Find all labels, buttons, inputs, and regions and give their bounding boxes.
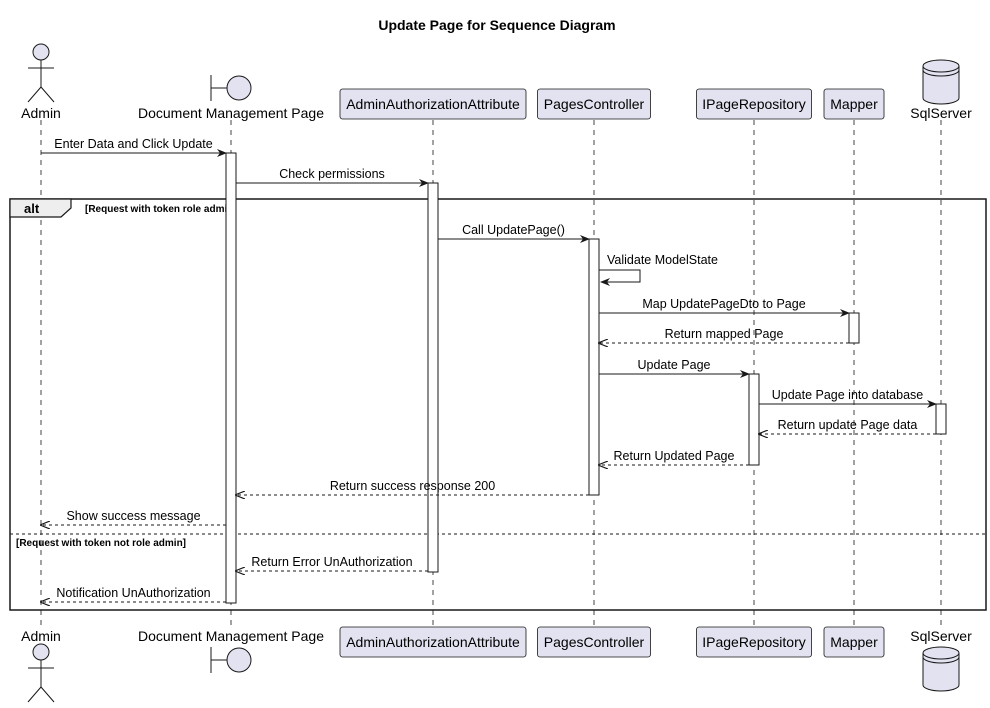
participant-ipagerepository-bottom: IPageRepository (696, 626, 812, 658)
message-call-updatepage: Call UpdatePage() (438, 223, 590, 243)
message-return-success-response-200: Return success response 200 (236, 479, 589, 495)
message-label: Return Error UnAuthorization (251, 555, 412, 569)
participant-pagescontroller-bottom: PagesController (537, 626, 651, 658)
participant-label: SqlServer (910, 105, 972, 121)
boundary-icon-circle (226, 647, 252, 673)
message-map-updatepagedto-to-page: Map UpdatePageDto to Page (599, 297, 850, 317)
participant-sqlserver-top: SqlServer (910, 59, 972, 121)
message-label: Return Updated Page (614, 449, 735, 463)
participant-label: PagesController (544, 634, 645, 650)
participant-box (537, 626, 651, 658)
participant-label: Mapper (830, 96, 878, 112)
activation-bar-repo (748, 373, 760, 466)
lifelines (40, 120, 942, 628)
participant-mapper-bottom: Mapper (823, 626, 885, 658)
activation-bars (225, 152, 947, 604)
message-enter-data-and-click-update: Enter Data and Click Update (41, 137, 227, 157)
diagram-title: Update Page for Sequence Diagram (378, 17, 615, 33)
actor-icon-leg-left (27, 86, 42, 103)
participant-label: IPageRepository (702, 634, 806, 650)
participant-label: Document Management Page (138, 105, 324, 121)
message-validate-modelstate: Validate ModelState (599, 253, 718, 286)
activation-bar-sql (935, 403, 947, 435)
participant-box (339, 626, 527, 658)
alt-fragment-frame (9, 198, 987, 611)
message-notification-unauthorization: Notification UnAuthorization (41, 586, 226, 602)
participant-label: PagesController (544, 96, 645, 112)
message-label: Enter Data and Click Update (54, 137, 212, 151)
message-arrow (599, 269, 641, 286)
participant-label: Mapper (830, 634, 878, 650)
participant-box (823, 626, 885, 658)
participant-label: SqlServer (910, 628, 972, 644)
database-icon-top (922, 59, 960, 73)
database-icon-rim (922, 69, 960, 77)
participant-label: Admin (21, 105, 61, 121)
message-label: Update Page (638, 358, 711, 372)
participant-box (696, 626, 812, 658)
message-label: Call UpdatePage() (462, 223, 565, 237)
participant-box (537, 88, 651, 120)
message-return-mapped-page: Return mapped Page (599, 327, 849, 343)
participant-pagescontroller-top: PagesController (537, 88, 651, 120)
message-label: Show success message (66, 509, 200, 523)
participant-mapper-top: Mapper (823, 88, 885, 120)
message-label: Check permissions (279, 167, 385, 181)
message-update-page-into-database: Update Page into database (759, 388, 937, 408)
participant-sqlserver-bottom: SqlServer (910, 628, 972, 692)
participant-adminauthorizationattribute-top: AdminAuthorizationAttribute (339, 88, 527, 120)
message-check-permissions: Check permissions (236, 167, 429, 187)
boundary-icon-circle (226, 75, 252, 101)
message-label: Update Page into database (772, 388, 924, 402)
actor-icon-leg-right (40, 686, 55, 703)
message-show-success-message: Show success message (41, 509, 226, 525)
alt-fragment: alt [Request with token role admin] [Reque… (9, 198, 987, 611)
activation-bar-auth (427, 182, 439, 573)
participant-admin-top: Admin (21, 43, 61, 121)
participant-label: AdminAuthorizationAttribute (346, 634, 520, 650)
actor-icon-leg-left (27, 686, 42, 703)
message-return-error-unauthorization: Return Error UnAuthorization (236, 555, 428, 571)
message-label: Validate ModelState (607, 253, 718, 267)
message-label: Notification UnAuthorization (56, 586, 210, 600)
message-label: Return mapped Page (665, 327, 784, 341)
alt-fragment-keyword: alt (24, 201, 40, 216)
actor-icon-head (32, 43, 50, 61)
message-return-updated-page: Return Updated Page (599, 449, 749, 465)
participant-label: Document Management Page (138, 628, 324, 644)
message-label: Map UpdatePageDto to Page (642, 297, 805, 311)
participant-adminauthorizationattribute-bottom: AdminAuthorizationAttribute (339, 626, 527, 658)
message-update-page: Update Page (599, 358, 750, 378)
participant-label: Admin (21, 628, 61, 644)
activation-bar-mapper (848, 312, 860, 344)
actor-icon-head (32, 643, 50, 661)
message-label: Return update Page data (778, 418, 918, 432)
database-icon-top (922, 646, 960, 660)
alt-guard-condition: [Request with token not role admin] (16, 538, 186, 549)
actor-icon-leg-right (40, 86, 55, 103)
participant-document-management-page-bottom: Document Management Page (138, 628, 324, 673)
activation-bar-pc (588, 238, 600, 496)
participant-ipagerepository-top: IPageRepository (696, 88, 812, 120)
participant-label: AdminAuthorizationAttribute (346, 96, 520, 112)
message-return-update-page-data: Return update Page data (759, 418, 936, 434)
participant-box (823, 88, 885, 120)
participant-label: IPageRepository (702, 96, 806, 112)
participant-box (339, 88, 527, 120)
alt-fragment-tab (9, 198, 72, 218)
message-label: Return success response 200 (330, 479, 495, 493)
activation-bar-dmp (225, 152, 237, 604)
participant-box (696, 88, 812, 120)
alt-guard-condition: [Request with token role admin] (85, 204, 237, 215)
database-icon-rim (922, 656, 960, 664)
participant-document-management-page-top: Document Management Page (138, 75, 324, 121)
participant-admin-bottom: Admin (21, 628, 61, 703)
